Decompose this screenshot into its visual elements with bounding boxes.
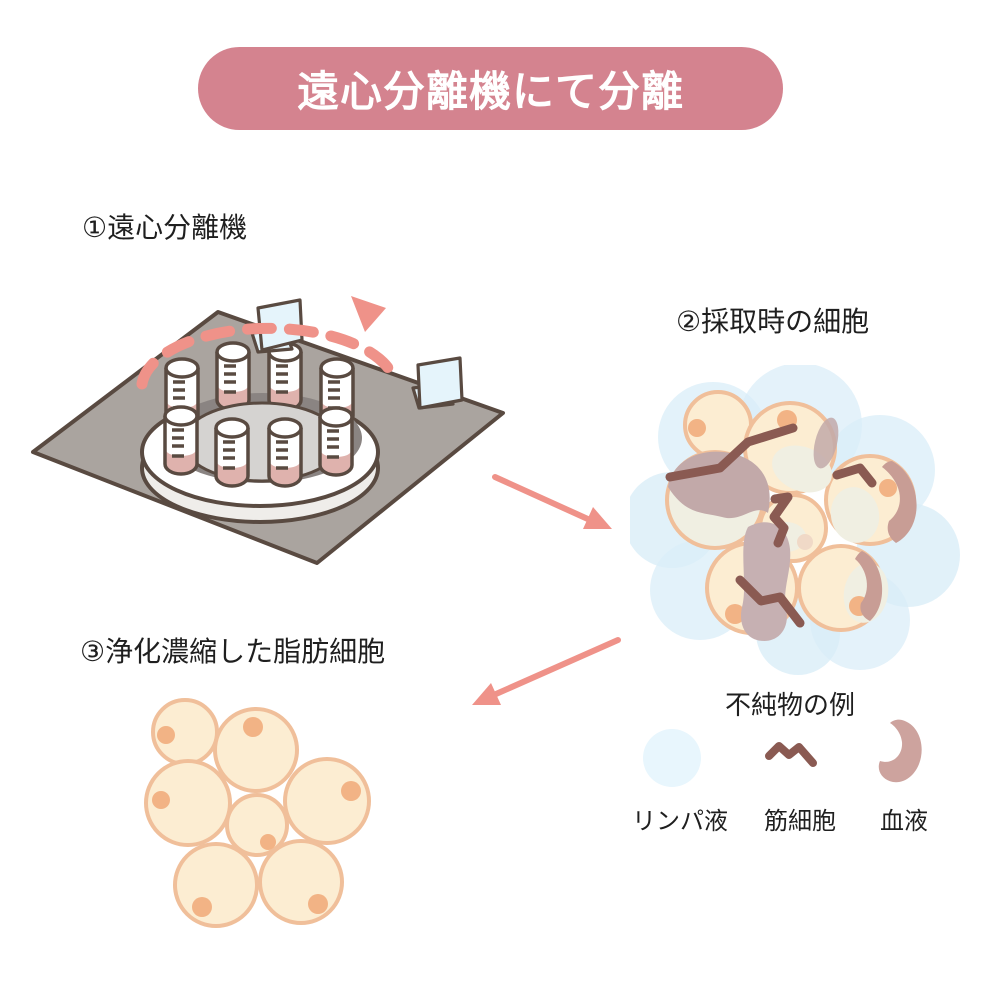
control-screen-icon [250, 298, 304, 354]
blood-icon [878, 719, 922, 783]
step3-label: ③浄化濃縮した脂肪細胞 [80, 636, 386, 667]
legend-label-muscle: 筋細胞 [764, 808, 836, 835]
control-screen-icon [411, 356, 464, 410]
title-banner: 遠心分離機にて分離 [198, 47, 783, 130]
legend-label-blood: 血液 [880, 808, 928, 835]
muscle-cell-squiggles [665, 423, 877, 628]
arrow-to-harvested-cells-icon [492, 474, 612, 529]
step2-label: ②採取時の細胞 [676, 306, 870, 337]
centrifuge-illustration [31, 296, 505, 565]
purified-fat-cells-illustration [144, 698, 371, 928]
harvested-cells-illustration [630, 365, 960, 675]
cell-nuclei [152, 717, 361, 917]
legend-title: 不純物の例 [724, 690, 855, 720]
page-title: 遠心分離機にて分離 [296, 68, 684, 115]
rotation-arrow-icon [136, 296, 398, 390]
lymph-fluid-icon [643, 729, 701, 787]
muscle-cell-icon [765, 742, 817, 767]
legend-label-lymph: リンパ液 [632, 808, 728, 835]
step1-label: ①遠心分離機 [82, 212, 248, 243]
arrow-to-purified-cells-icon [472, 637, 621, 705]
